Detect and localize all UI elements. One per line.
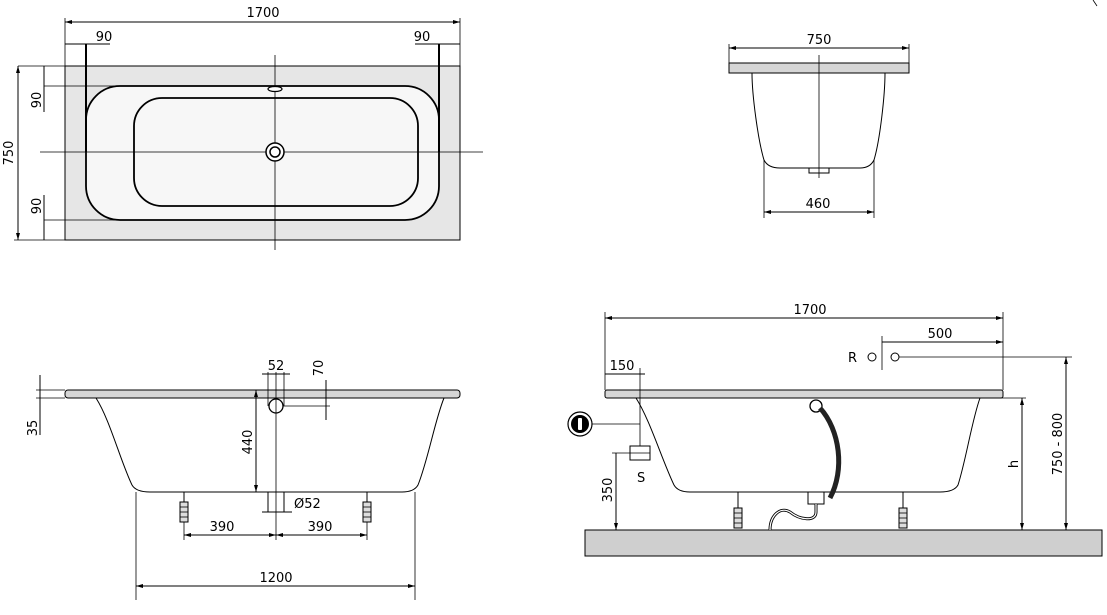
end-view: 750 460	[728, 33, 910, 218]
install-waste-label: S	[637, 471, 645, 486]
plan-width-label: 750	[2, 141, 17, 166]
install-info-icon	[567, 411, 593, 437]
install-waste-height-label: 350	[601, 478, 616, 503]
front-left-foot	[179, 492, 189, 523]
install-waste-offset-label: 150	[610, 359, 635, 374]
front-depth-label: 440	[241, 430, 256, 455]
front-rim	[64, 389, 461, 399]
install-valve-second-icon	[890, 352, 900, 362]
plan-bottom-offset-label: 90	[30, 198, 45, 215]
install-valve-label: R	[848, 351, 857, 366]
front-view: 35 52 70 440 Ø52 390 390 1200	[26, 359, 461, 600]
plan-left-offset-label: 90	[96, 30, 113, 45]
end-tub-profile	[751, 72, 886, 169]
end-bottom-width-label: 460	[806, 197, 831, 212]
plan-overflow-icon	[267, 85, 283, 93]
plan-length-label: 1700	[246, 6, 279, 21]
front-left-feet-label: 390	[210, 520, 235, 535]
install-total-height-label: 750 - 800	[1051, 413, 1066, 476]
install-left-foot	[733, 492, 743, 529]
front-rim-height-label: 35	[26, 420, 41, 437]
plan-view: 1700 90 90 750 90 90	[2, 6, 483, 250]
install-valve-offset-label: 500	[928, 327, 953, 342]
install-tub-profile	[635, 397, 981, 493]
installation-view: 1700 500 R 150 S 350 h	[567, 303, 1103, 557]
install-drain-body	[807, 491, 825, 505]
install-overflow-hose	[818, 406, 842, 500]
plan-right-offset-label: 90	[414, 30, 431, 45]
install-height-label: h	[1007, 460, 1022, 468]
front-drain-diameter-label: Ø52	[294, 497, 321, 512]
plan-drain-inner-icon	[269, 146, 281, 158]
install-valve-icon	[867, 352, 877, 362]
front-right-foot	[362, 492, 372, 523]
front-base-length-label: 1200	[259, 571, 292, 586]
front-tub-profile	[95, 397, 445, 493]
front-overflow-diameter-label: 52	[268, 359, 285, 374]
plan-top-offset-label: 90	[30, 92, 45, 109]
front-right-feet-label: 390	[308, 520, 333, 535]
front-overflow-offset-label: 70	[312, 360, 327, 377]
install-rim	[604, 389, 1004, 399]
install-length-label: 1700	[793, 303, 826, 318]
install-right-foot	[898, 492, 908, 529]
install-trap-pipe	[768, 504, 818, 531]
corner-mark	[1092, 0, 1098, 7]
end-top-width-label: 750	[807, 33, 832, 48]
install-floor	[584, 529, 1103, 557]
